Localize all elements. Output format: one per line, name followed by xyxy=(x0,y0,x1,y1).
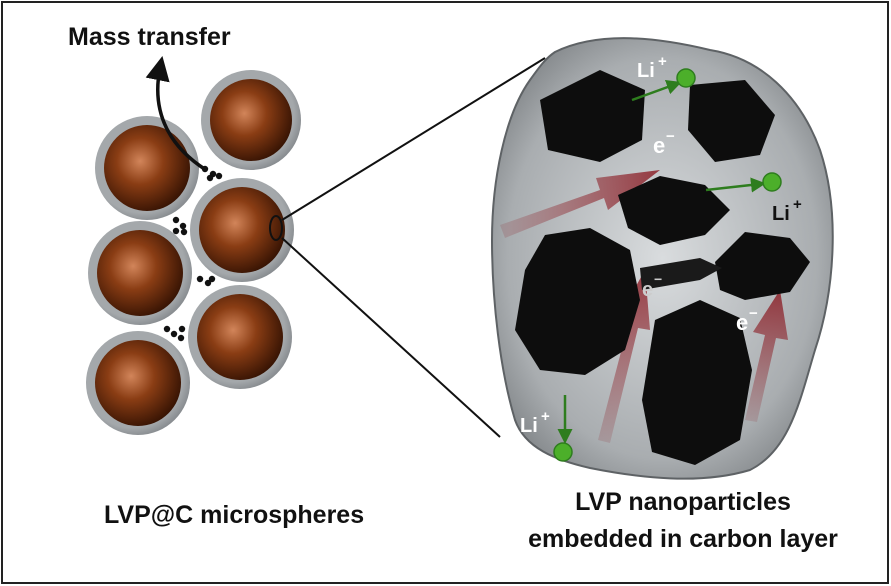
nanoparticle xyxy=(618,176,730,245)
li-label-bottom: Li + xyxy=(520,408,550,437)
svg-text:e: e xyxy=(653,133,665,158)
nanoparticle xyxy=(715,232,810,300)
zoom-origin-ellipse xyxy=(269,215,283,241)
carbon-particle xyxy=(490,37,834,480)
zoom-line-bottom xyxy=(281,237,501,438)
nanoparticle xyxy=(540,70,645,162)
mass-transfer-arrow xyxy=(145,55,207,172)
svg-text:+: + xyxy=(541,408,550,425)
svg-text:+: + xyxy=(658,53,667,70)
svg-text:Li: Li xyxy=(520,415,538,437)
li-ion-bottom xyxy=(553,395,573,462)
zoom-line-top xyxy=(281,57,546,221)
red-arrow-middle xyxy=(598,270,650,443)
red-arrow-right xyxy=(745,290,788,422)
right-caption-line1: LVP nanoparticles xyxy=(575,488,791,516)
svg-text:e: e xyxy=(642,279,653,301)
microsphere xyxy=(86,331,190,435)
mass-transfer-label: Mass transfer xyxy=(68,23,231,51)
nanoparticle xyxy=(515,228,640,375)
svg-text:Li: Li xyxy=(772,203,790,225)
electron-label-middle: e − xyxy=(642,271,662,301)
microsphere xyxy=(201,70,301,170)
svg-text:−: − xyxy=(749,305,758,322)
microsphere xyxy=(190,178,294,282)
svg-text:e: e xyxy=(736,310,748,335)
svg-text:−: − xyxy=(666,128,675,145)
li-ion-right xyxy=(705,172,782,193)
svg-text:Li: Li xyxy=(637,60,655,82)
nanoparticle xyxy=(642,300,752,465)
right-caption-line2: embedded in carbon layer xyxy=(528,525,838,553)
li-label-right: Li + xyxy=(772,196,802,225)
svg-text:+: + xyxy=(793,196,802,213)
nanoparticle xyxy=(688,80,775,162)
left-caption: LVP@C microspheres xyxy=(104,501,364,529)
nanoparticle-bridge xyxy=(640,258,722,290)
microsphere xyxy=(88,221,192,325)
electron-label-upper: e − xyxy=(653,128,675,158)
electron-label-right: e − xyxy=(736,305,758,335)
svg-text:−: − xyxy=(654,271,662,287)
microsphere xyxy=(188,285,292,389)
red-arrow-upper xyxy=(500,170,660,238)
li-label-top: Li + xyxy=(637,53,667,82)
li-ion-top xyxy=(631,68,696,102)
microsphere-cluster xyxy=(86,55,301,435)
microsphere xyxy=(95,116,199,220)
